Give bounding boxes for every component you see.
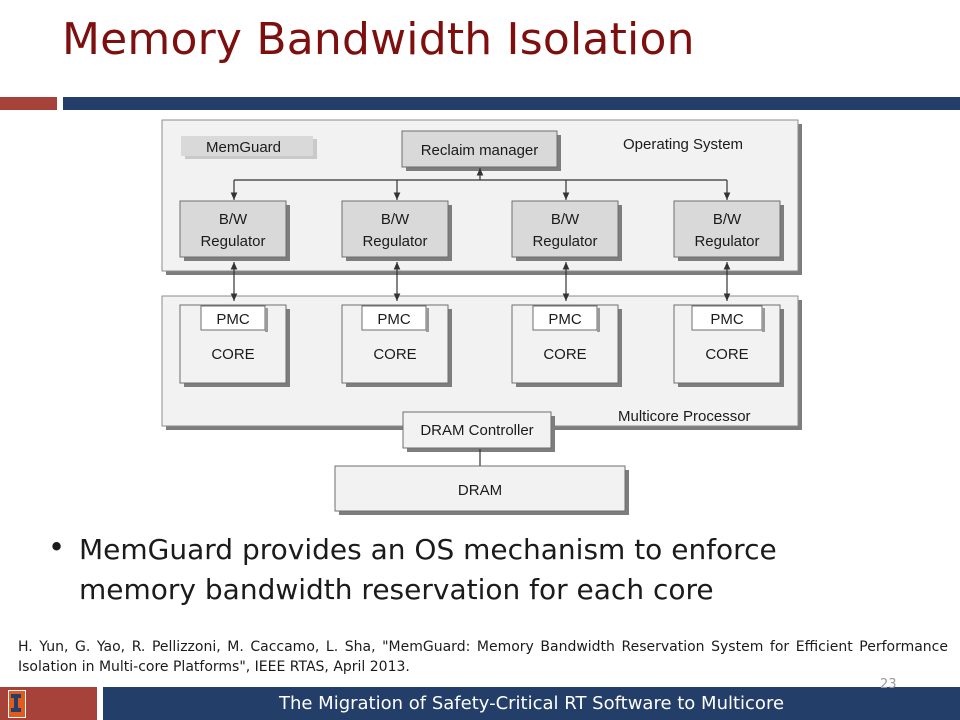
regulator-3-line2: Regulator — [532, 233, 597, 250]
regulator-4-line1: B/W — [713, 211, 742, 228]
regulator-1-line1: B/W — [219, 211, 248, 228]
core-2: PMC CORE — [341, 304, 452, 387]
footer-bar — [103, 687, 960, 720]
bw-regulator-1: B/W Regulator — [179, 200, 290, 261]
core-1: PMC CORE — [179, 304, 290, 387]
core-3: PMC CORE — [511, 304, 622, 387]
memguard-tag: MemGuard — [181, 136, 317, 159]
bullet-dot: • — [48, 530, 66, 564]
regulator-2-line1: B/W — [381, 211, 410, 228]
bullet-text: MemGuard provides an OS mechanism to enf… — [79, 533, 777, 606]
dram-controller-box: DRAM Controller — [402, 411, 555, 452]
footer-title: The Migration of Safety-Critical RT Soft… — [278, 693, 785, 714]
pmc-1-label: PMC — [216, 311, 250, 328]
core-2-label: CORE — [373, 346, 416, 363]
dram-label: DRAM — [458, 482, 502, 499]
illinois-i-icon — [11, 694, 21, 712]
pmc-4-label: PMC — [710, 311, 744, 328]
bw-regulator-3: B/W Regulator — [511, 200, 622, 261]
bw-regulator-2: B/W Regulator — [341, 200, 452, 261]
pmc-3-label: PMC — [548, 311, 582, 328]
pmc-2-label: PMC — [377, 311, 411, 328]
dram-controller-label: DRAM Controller — [420, 422, 533, 439]
reclaim-manager-label: Reclaim manager — [421, 142, 539, 159]
regulator-2-line2: Regulator — [362, 233, 427, 250]
memguard-label: MemGuard — [206, 139, 281, 156]
core-4: PMC CORE — [673, 304, 784, 387]
slide-title: Memory Bandwidth Isolation — [62, 14, 695, 65]
bw-regulator-4: B/W Regulator — [673, 200, 784, 261]
core-1-label: CORE — [211, 346, 254, 363]
title-underline-blue — [63, 97, 960, 110]
regulator-3-line1: B/W — [551, 211, 580, 228]
regulator-connectors — [230, 168, 731, 200]
core-4-label: CORE — [705, 346, 748, 363]
pmc-links — [230, 262, 731, 301]
dram-box: DRAM — [334, 465, 629, 515]
reference-citation: H. Yun, G. Yao, R. Pellizzoni, M. Caccam… — [18, 639, 948, 675]
regulator-4-line2: Regulator — [694, 233, 759, 250]
core-3-label: CORE — [543, 346, 586, 363]
slide-number: 23 — [880, 677, 897, 692]
reclaim-manager-box: Reclaim manager — [401, 130, 561, 171]
title-underline-red — [0, 97, 57, 110]
os-label: Operating System — [623, 136, 743, 153]
multicore-label: Multicore Processor — [618, 408, 751, 425]
regulator-1-line2: Regulator — [200, 233, 265, 250]
